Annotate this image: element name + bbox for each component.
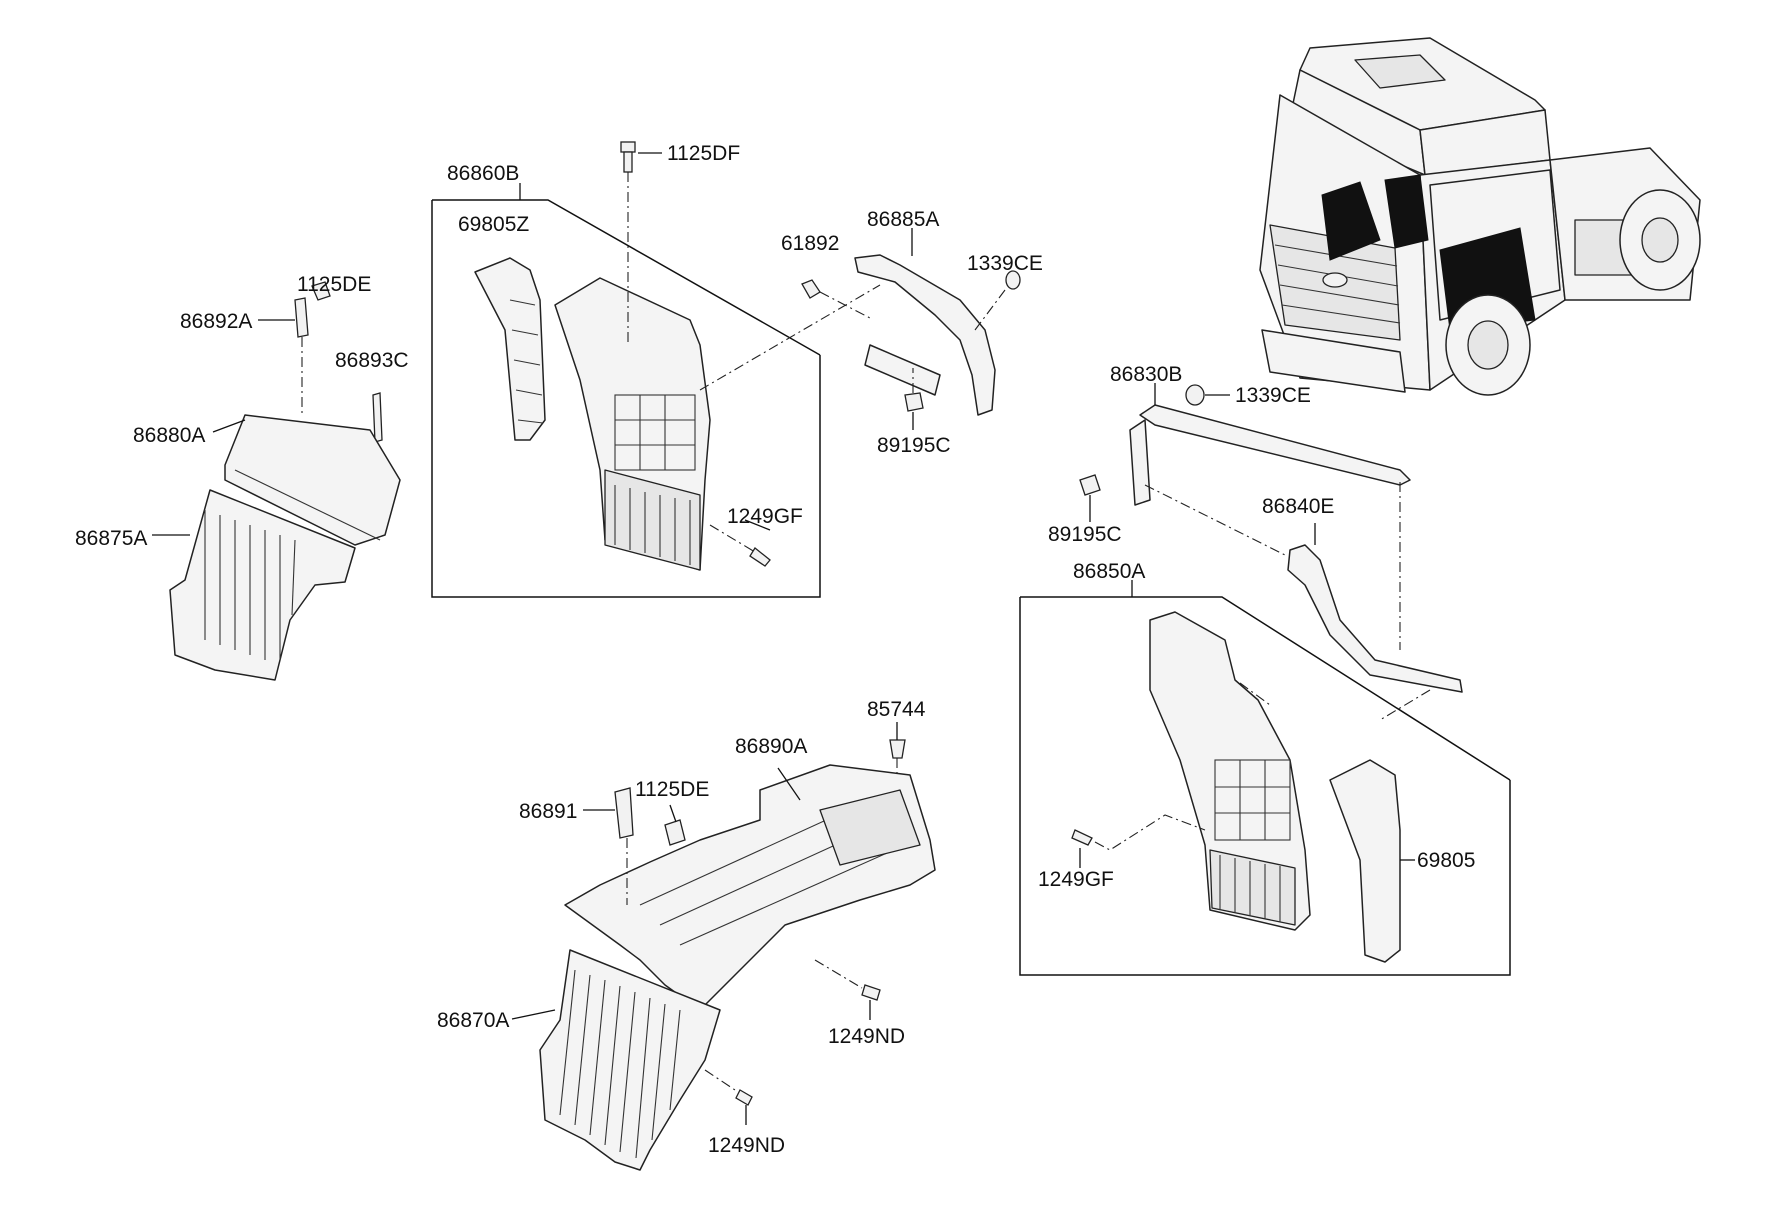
truck-overview xyxy=(1259,37,1701,396)
label-86850A: 86850A xyxy=(1073,560,1145,583)
label-1249GF-b: 1249GF xyxy=(1038,868,1114,891)
label-86830B: 86830B xyxy=(1110,363,1182,386)
label-85744: 85744 xyxy=(867,698,926,721)
label-89195C-a: 89195C xyxy=(877,434,951,457)
label-61892: 61892 xyxy=(781,232,839,255)
group-86850A xyxy=(1019,580,1511,976)
label-89195C-b: 89195C xyxy=(1048,523,1122,546)
label-1125DF-a: 1125DF xyxy=(667,142,740,165)
label-1249ND-b: 1249ND xyxy=(708,1134,785,1157)
label-86870A: 86870A xyxy=(437,1009,509,1032)
label-86891: 86891 xyxy=(519,800,577,823)
label-86893C: 86893C xyxy=(335,349,409,372)
label-1125DE-b: 1125DE xyxy=(635,778,709,801)
label-1125DE-a: 1125DE xyxy=(297,273,371,296)
label-86892A: 86892A xyxy=(180,310,252,333)
label-69805Z: 69805Z xyxy=(458,213,529,236)
label-86860B: 86860B xyxy=(447,162,519,185)
label-86890A: 86890A xyxy=(735,735,807,758)
stay-86885A xyxy=(801,228,1021,430)
label-86880A: 86880A xyxy=(133,424,205,447)
group-86860B xyxy=(431,141,881,598)
label-1249GF-a: 1249GF xyxy=(727,505,803,528)
label-86875A: 86875A xyxy=(75,527,147,550)
label-1339CE-a: 1339CE xyxy=(967,252,1043,275)
label-1339CE-b: 1339CE xyxy=(1235,384,1311,407)
group-86830B xyxy=(1079,383,1463,721)
label-86840E: 86840E xyxy=(1262,495,1334,518)
label-69805: 69805 xyxy=(1417,849,1475,872)
label-1249ND-a: 1249ND xyxy=(828,1025,905,1048)
label-86885A: 86885A xyxy=(867,208,939,231)
group-86880A xyxy=(152,281,401,681)
group-86890A xyxy=(511,722,936,1171)
